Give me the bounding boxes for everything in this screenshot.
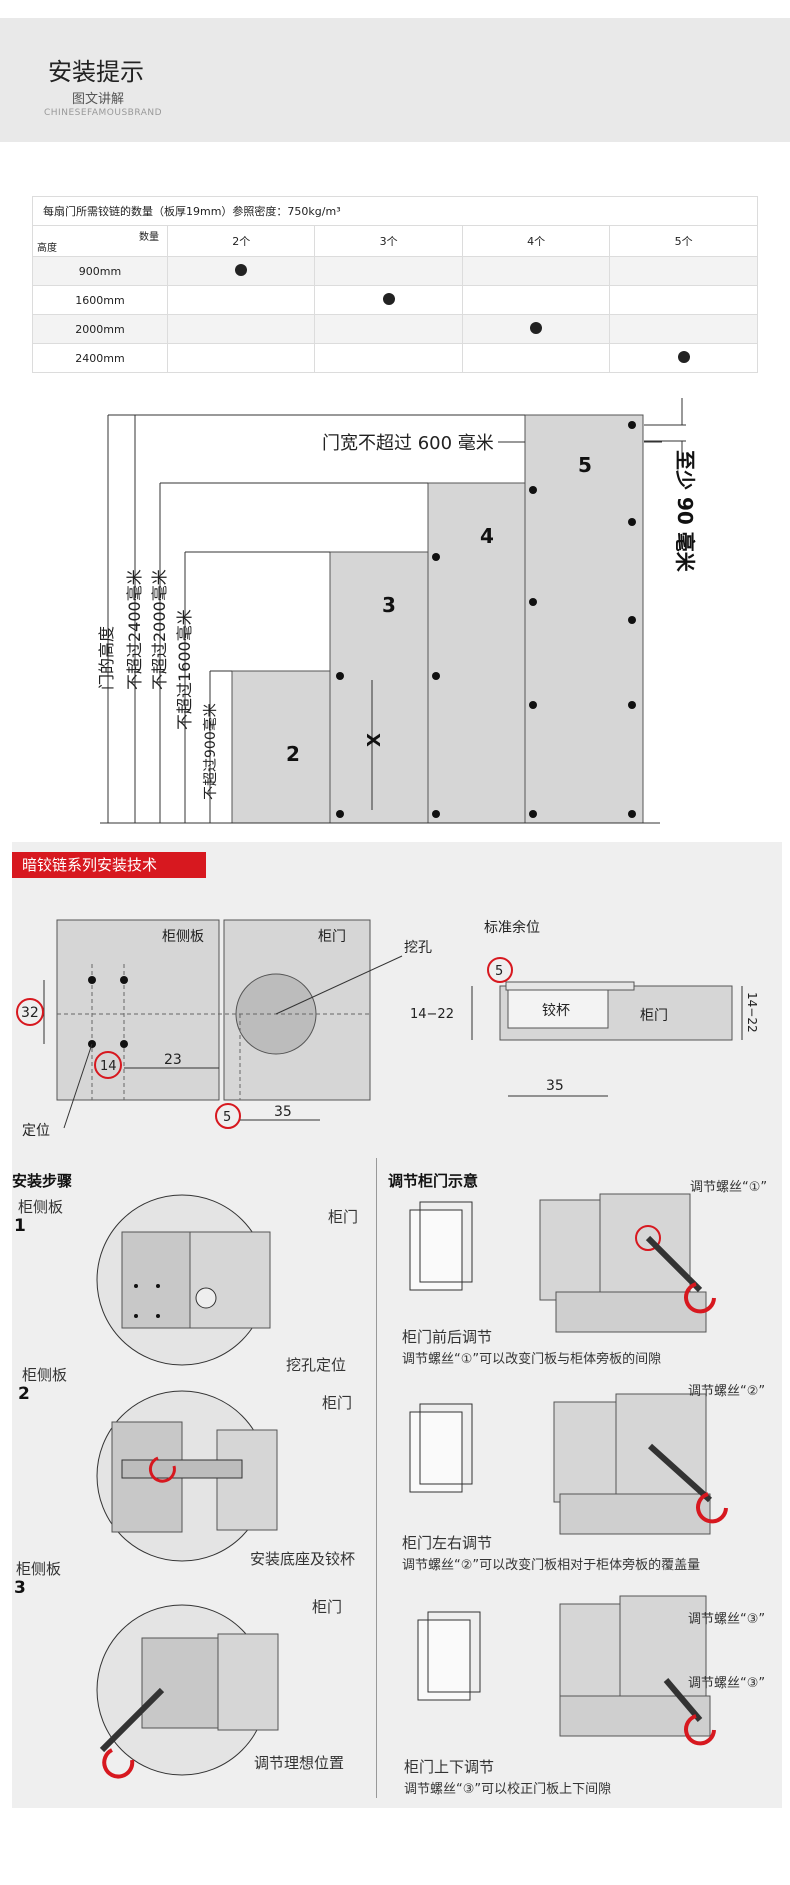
step3-note: 调节理想位置	[254, 1754, 345, 1772]
step2-door-label: 柜门	[322, 1394, 353, 1412]
dim-23: 23	[164, 1052, 182, 1068]
adjust-title: 调节柜门示意	[388, 1172, 479, 1190]
adjust-2-desc: 调节螺丝“②”可以改变门板相对于柜体旁板的覆盖量	[402, 1558, 701, 1573]
step3-side-label: 柜侧板	[16, 1560, 62, 1578]
column-header: 4个	[461, 225, 611, 257]
corner-qty: 数量	[139, 232, 159, 243]
row-height: 2400mm	[32, 343, 168, 373]
cup-section	[507, 989, 609, 1029]
adjust-1-title: 柜门前后调节	[402, 1328, 493, 1346]
install-banner: 暗铰链系列安装技术	[12, 852, 206, 878]
hinge-count-table: 每扇门所需铰链的数量（板厚19mm）参照密度：750kg/m³ 数量 高度 2个…	[32, 196, 758, 373]
door-width-label: 门宽不超过 600 毫米	[322, 433, 494, 454]
screw-2-label: 调节螺丝“②”	[688, 1384, 766, 1399]
dim-5: 5	[223, 1110, 231, 1125]
column-header: 2个	[166, 225, 316, 257]
step3-number: 3	[14, 1578, 26, 1598]
table-row: 900mm	[32, 256, 758, 286]
dig-hole-label: 挖孔	[404, 940, 432, 956]
std-margin-label: 标准余位	[484, 919, 540, 936]
table-row: 2400mm	[32, 343, 758, 373]
cup-label: 铰杯	[542, 1003, 570, 1019]
marker-dot	[235, 263, 248, 276]
corner-height: 高度	[37, 243, 57, 254]
x-label: X	[364, 733, 385, 747]
panel-number: 4	[480, 524, 494, 548]
panel-number: 2	[286, 742, 300, 766]
screw-3-label-b: 调节螺丝“③”	[688, 1676, 766, 1691]
adjust-1-desc: 调节螺丝“①”可以改变门板与柜体旁板的间隙	[402, 1352, 662, 1367]
brand-text: CHINESEFAMOUSBRAND	[44, 108, 163, 118]
steps-title: 安装步骤	[12, 1172, 73, 1190]
step2-note: 安装底座及铰杯	[250, 1550, 356, 1568]
step2-number: 2	[18, 1384, 30, 1404]
dim-35b: 35	[546, 1078, 564, 1094]
table-caption: 每扇门所需铰链的数量（板厚19mm）参照密度：750kg/m³	[32, 196, 758, 226]
row-height: 900mm	[32, 256, 168, 286]
page-subtitle: 图文讲解	[72, 92, 125, 107]
adjust-2-title: 柜门左右调节	[402, 1534, 493, 1552]
table-row: 1600mm	[32, 285, 758, 315]
step1-door-label: 柜门	[328, 1208, 359, 1226]
min-gap-label: 至少 90 毫米	[673, 450, 697, 573]
dim-32: 32	[21, 1005, 39, 1021]
dim-14: 14	[100, 1059, 117, 1074]
screw-3-label: 调节螺丝“③”	[688, 1612, 766, 1627]
drilling-diagram: 32 14 23 5 35 柜侧板 柜门 挖孔 定位 标准余位 5 铰杯 柜门 …	[16, 919, 759, 1139]
table-row: 2000mm	[32, 314, 758, 344]
row-height: 1600mm	[32, 285, 168, 315]
door-section-label: 柜门	[640, 1008, 668, 1024]
panel-number: 5	[578, 453, 592, 477]
door-height-label: 门的高度	[97, 626, 116, 690]
table-corner: 数量 高度	[32, 225, 168, 257]
row-height: 2000mm	[32, 314, 168, 344]
adjust-3-title: 柜门上下调节	[404, 1758, 495, 1776]
door-panel-5	[524, 414, 644, 824]
side-panel-shape	[56, 919, 220, 1101]
step2-side-label: 柜侧板	[22, 1366, 68, 1384]
steps-illustrations	[96, 1194, 279, 1779]
dim-14-22-b: 14−22	[745, 992, 759, 1033]
limit-label: 不超过2000毫米	[150, 569, 169, 690]
side-panel-label: 柜侧板	[162, 929, 204, 945]
step1-side-label: 柜侧板	[18, 1198, 64, 1216]
door-height-diagram: 门宽不超过 600 毫米 2 3 4 5 X 门的高度 不超过2400毫米 不超…	[97, 398, 697, 824]
door-label: 柜门	[318, 929, 346, 945]
limit-label: 不超过1600毫米	[175, 609, 194, 730]
limit-label: 不超过2400毫米	[125, 569, 144, 690]
screw-1-label: 调节螺丝“①”	[690, 1180, 768, 1195]
step3-door-label: 柜门	[312, 1598, 343, 1616]
dim-35: 35	[274, 1104, 292, 1120]
page-title: 安装提示	[48, 58, 144, 86]
column-header: 3个	[314, 225, 463, 257]
marker-dot	[677, 350, 690, 363]
step1-number: 1	[14, 1216, 26, 1236]
column-header: 5个	[609, 225, 758, 257]
marker-dot	[530, 321, 543, 334]
panel-number: 3	[382, 593, 396, 617]
header-band	[0, 18, 790, 142]
adjust-illustrations	[409, 1193, 728, 1746]
limit-label: 不超过900毫米	[202, 703, 219, 800]
step1-note: 挖孔定位	[286, 1356, 347, 1374]
dim-5b: 5	[495, 964, 503, 979]
positioning-label: 定位	[22, 1123, 50, 1139]
adjust-3-desc: 调节螺丝“③”可以校正门板上下间隙	[404, 1782, 612, 1797]
column-divider	[376, 1158, 377, 1798]
marker-dot	[382, 292, 395, 305]
dim-14-22: 14−22	[410, 1007, 454, 1022]
